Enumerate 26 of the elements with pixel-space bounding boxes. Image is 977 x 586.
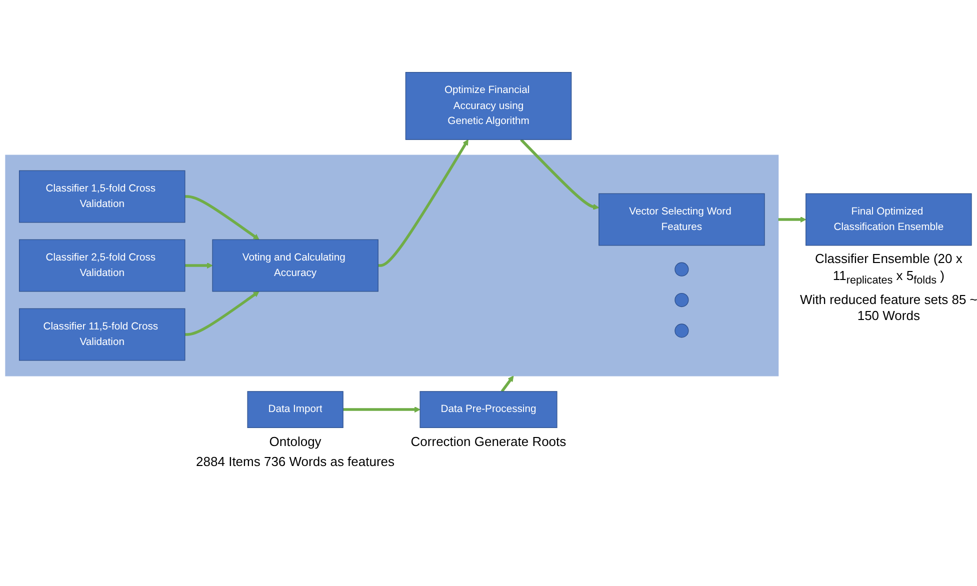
node-box: Classifier 11,5-fold Cross Validation: [18, 308, 186, 361]
note-text: Classifier Ensemble (20 x 11$_{replicates}$ x 5$_{folds}$ ): [814, 251, 964, 288]
arrow: [184, 262, 213, 269]
node-box: Classifier 2,5-fold Cross Validation: [18, 239, 186, 292]
arrow: [520, 138, 600, 210]
node-circle: [674, 324, 689, 338]
note-text: 2884 Items 736 Words as features: [195, 454, 396, 470]
node-box: Data Pre-Processing: [420, 391, 558, 428]
note-text: With reduced feature sets 85 ~ 150 Words: [798, 292, 977, 324]
node-box: Vector Selecting Word Features: [598, 193, 765, 246]
node-circle: [674, 292, 689, 308]
node-box: Final Optimized Classification Ensemble: [806, 193, 972, 246]
node-box: Data Import: [247, 391, 344, 428]
node-box: Optimize Financial Accuracy using Genetic Algorithm: [405, 72, 572, 140]
node-circle: [674, 262, 689, 276]
arrow: [184, 195, 260, 240]
note-text: Correction Generate Roots: [410, 434, 568, 450]
arrow: [184, 291, 260, 336]
cluster: [5, 154, 779, 376]
arrow: [778, 216, 806, 223]
arrow: [343, 406, 420, 413]
note-text: Ontology: [268, 434, 322, 450]
arrow: [500, 376, 514, 392]
node-box: Voting and Calculating Accuracy: [212, 239, 378, 292]
node-box: Classifier 1,5-fold Cross Validation: [18, 170, 186, 223]
arrow: [378, 139, 468, 267]
